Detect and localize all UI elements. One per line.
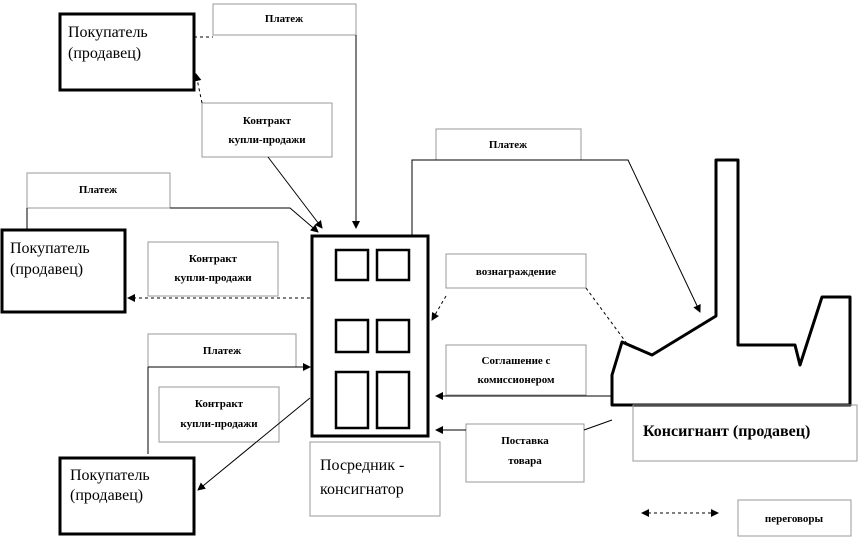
payment-low-line xyxy=(147,367,310,454)
buyer-middle-line1: Покупатель xyxy=(10,240,90,257)
payment-box-right: Платеж xyxy=(435,128,582,161)
agreement-line1: Соглашение с xyxy=(482,355,551,367)
buyer-box-top: Покупатель (продавец) xyxy=(58,12,196,92)
consignor-label: Консигнант (продавец) xyxy=(632,404,858,462)
legend-box: переговоры xyxy=(737,499,852,537)
agreement-line2: комиссионером xyxy=(477,374,555,386)
contract-box-top: Контракт купли-продажи xyxy=(201,102,333,158)
contract-top-line xyxy=(267,156,323,229)
payment-right-text: Платеж xyxy=(489,139,527,151)
intermediary-building xyxy=(310,234,430,438)
payment-box-middle: Платеж xyxy=(26,172,171,209)
agreement-box: Соглашение с комиссионером xyxy=(445,344,587,396)
payment-right-line xyxy=(411,159,700,312)
reward-text: вознаграждение xyxy=(476,266,556,278)
contract-box-low: Контракт купли-продажи xyxy=(158,386,280,443)
intermediary-label: Посредник - консигнатор xyxy=(309,441,441,517)
payment-top-text: Платеж xyxy=(265,13,303,25)
delivery-box: Поставка товара xyxy=(465,423,585,483)
buyer-box-middle: Покупатель (продавец) xyxy=(0,228,127,314)
consignor-factory xyxy=(610,158,852,407)
connectors-dashed xyxy=(127,36,719,517)
contract-top-line1: Контракт xyxy=(243,115,292,127)
nego-reward-right xyxy=(585,287,629,346)
delivery-line2: товара xyxy=(508,455,542,467)
payment-middle-text: Платеж xyxy=(79,184,117,196)
buyer-top-line2: (продавец) xyxy=(68,45,141,62)
buyer-bottom-line2: (продавец) xyxy=(70,487,143,504)
buyer-box-bottom: Покупатель (продавец) xyxy=(58,456,196,536)
payment-box-low: Платеж xyxy=(147,333,297,368)
connectors-solid xyxy=(26,35,700,491)
buyer-bottom-line1: Покупатель xyxy=(70,467,150,484)
contract-low-line2: купли-продажи xyxy=(180,418,258,430)
reward-box: вознаграждение xyxy=(445,253,587,289)
contract-middle-line2: купли-продажи xyxy=(174,272,252,284)
payment-low-text: Платеж xyxy=(203,345,241,357)
payment-box-top: Платеж xyxy=(212,3,357,36)
buyer-top-line1: Покупатель xyxy=(68,24,148,41)
contract-low-line xyxy=(197,397,311,491)
contract-low-line1: Контракт xyxy=(195,398,244,410)
contract-middle-line1: Контракт xyxy=(189,253,238,265)
contract-top-line2: купли-продажи xyxy=(228,134,306,146)
intermediary-line2: консигнатор xyxy=(320,481,404,498)
consignor-text: Консигнант (продавец) xyxy=(643,423,810,440)
delivery-line1: Поставка xyxy=(501,435,549,447)
payment-middle-line xyxy=(26,207,318,232)
buyer-middle-line2: (продавец) xyxy=(10,261,83,278)
intermediary-line1: Посредник - xyxy=(320,457,404,474)
contract-box-middle: Контракт купли-продажи xyxy=(147,241,279,297)
nego-reward-line xyxy=(431,295,447,321)
legend-text: переговоры xyxy=(765,513,824,525)
nego-contract-top xyxy=(193,73,203,104)
